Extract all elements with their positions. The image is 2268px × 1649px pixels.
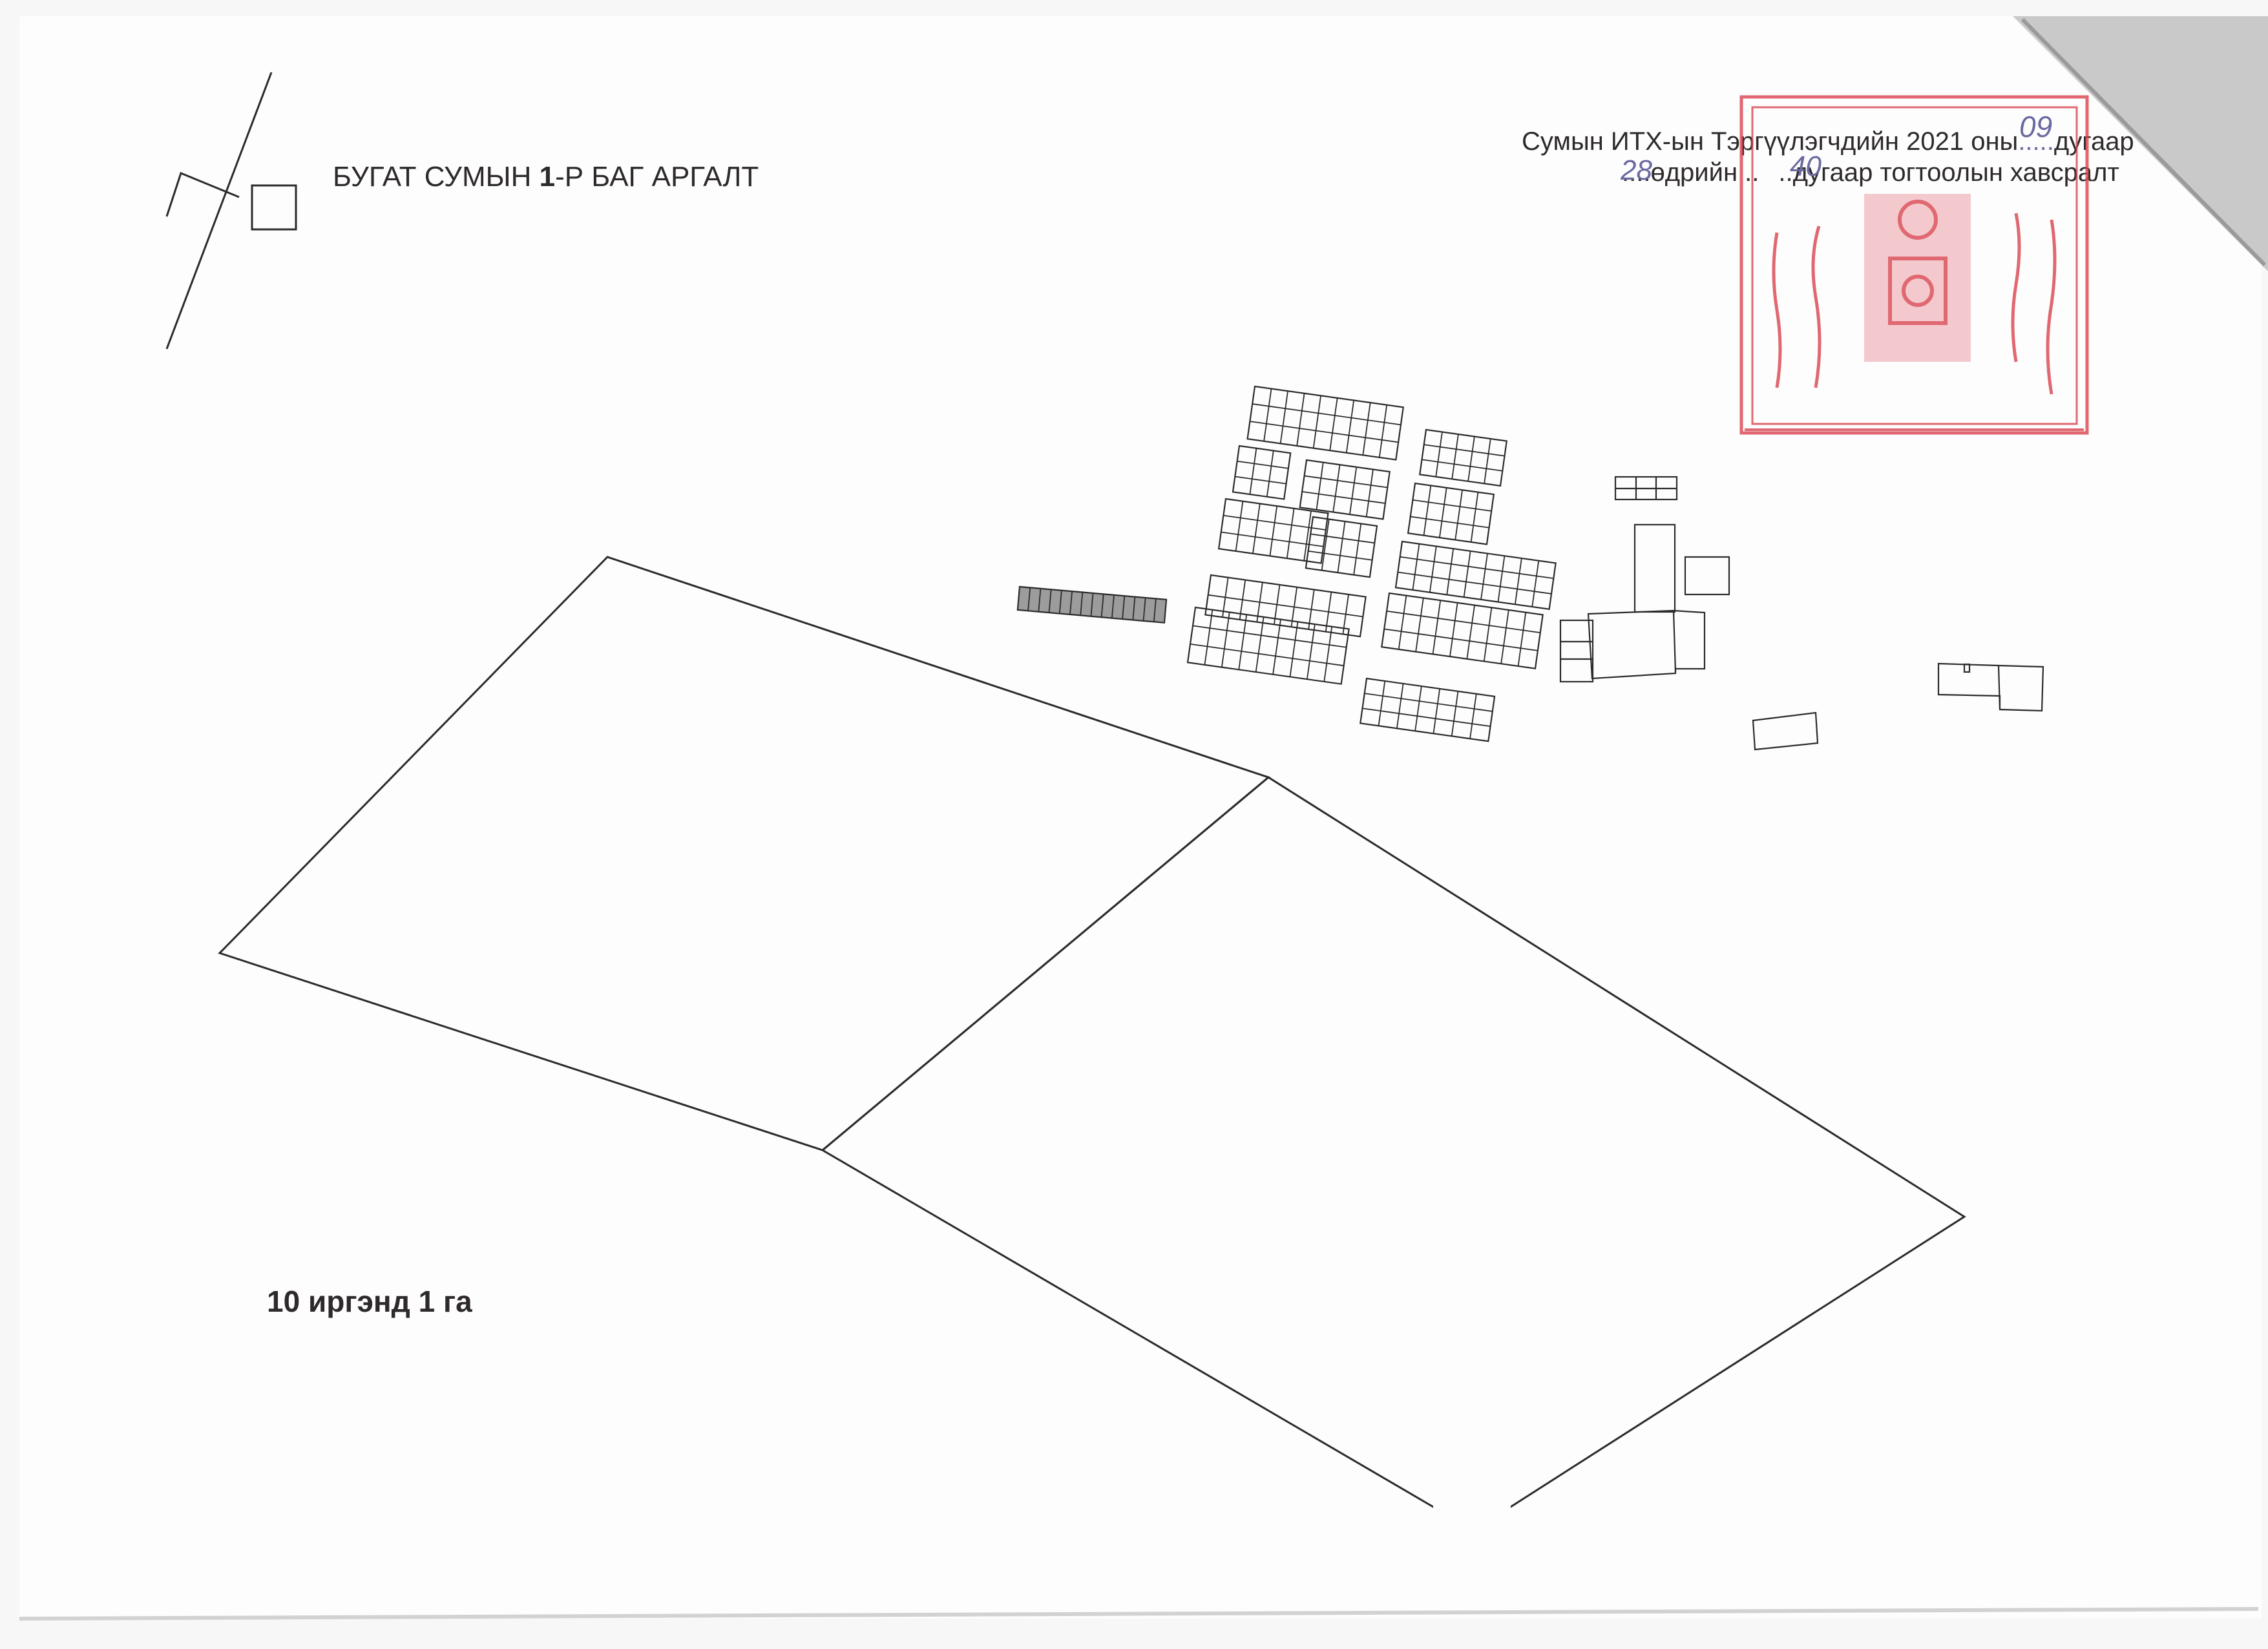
handwritten-day: 28 xyxy=(1620,154,1652,186)
area-label: 10 иргэнд 1 га xyxy=(267,1285,472,1318)
single-buildings xyxy=(1559,476,2044,751)
building-block xyxy=(1232,445,1292,500)
scan-edge xyxy=(19,1607,2259,1621)
handwritten-number: 40 xyxy=(1790,151,1822,182)
title-suffix: -Р БАГ АРГАЛТ xyxy=(555,161,759,193)
building-block xyxy=(1394,540,1557,610)
handwritten-month: 09 xyxy=(2019,110,2052,143)
building-block xyxy=(1186,606,1350,685)
hatched-block xyxy=(1016,585,1168,624)
map-title: БУГАТ СУМЫН 1-Р БАГ АРГАЛТ xyxy=(333,161,759,193)
building-block xyxy=(1246,385,1404,461)
building-block xyxy=(1204,574,1367,638)
official-seal-icon xyxy=(1739,95,2089,435)
building-block xyxy=(1217,498,1329,564)
building-block xyxy=(1360,677,1496,742)
north-arrow-icon xyxy=(165,72,297,350)
hatched-strip xyxy=(1016,585,1168,624)
building-block xyxy=(1305,516,1378,578)
resolution-line-2: ....өдрийн ....дугаар тогтоолын хавсралт xyxy=(1622,158,2119,187)
building-block xyxy=(1407,482,1495,545)
building-block xyxy=(1419,428,1508,487)
folded-corner-edge xyxy=(2021,17,2267,267)
building-block xyxy=(1381,592,1544,669)
folded-corner xyxy=(2013,16,2268,271)
title-prefix: БУГАТ СУМЫН xyxy=(333,161,540,193)
land-parcels xyxy=(218,556,1966,1509)
paper-sheet xyxy=(19,16,2262,1619)
title-number: 1 xyxy=(540,161,555,193)
settlement-blocks xyxy=(1186,385,1557,742)
building-block xyxy=(1299,459,1391,520)
resolution-line-1: Сумын ИТХ-ын Тэргүүлэгчдийн 2021 оны....… xyxy=(1522,127,2134,156)
